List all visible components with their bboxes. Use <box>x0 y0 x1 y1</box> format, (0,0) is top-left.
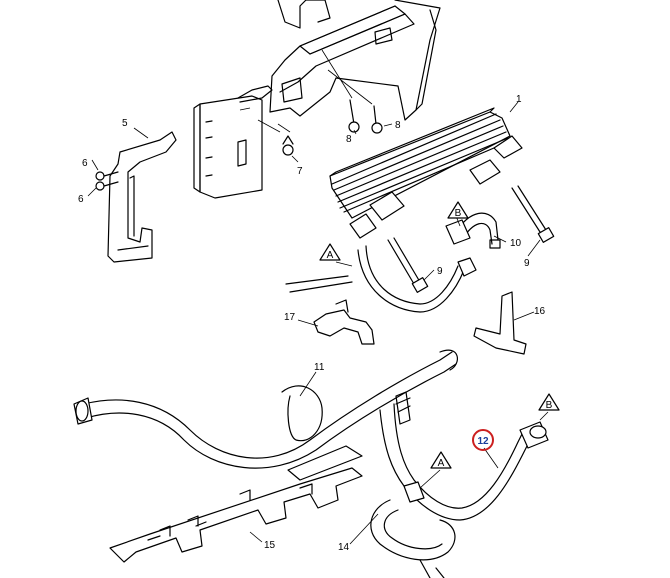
bolt-pair-8 <box>321 49 383 134</box>
reference-letter: B <box>455 208 462 219</box>
callout-14: 14 <box>338 542 350 553</box>
reference-marker-a-lower: A <box>430 451 452 469</box>
callout-8: 8 <box>346 134 352 145</box>
callout-15: 15 <box>264 540 276 551</box>
callout-10: 10 <box>510 238 522 249</box>
bolt-7 <box>239 107 294 156</box>
reference-letter: A <box>327 250 334 261</box>
mounting-rail-15 <box>109 445 363 563</box>
callout-numbers: 1 5 6 6 7 8 8 9 9 10 11 14 15 16 17 <box>78 94 546 553</box>
callout-6: 6 <box>82 158 88 169</box>
callout-12: 12 <box>477 436 489 447</box>
clamp-bracket-17 <box>313 299 375 345</box>
reference-letter: B <box>546 400 553 411</box>
callout-leaders <box>87 101 549 545</box>
callout-5: 5 <box>122 118 128 129</box>
callout-9: 9 <box>524 258 530 269</box>
hose-10 <box>445 212 501 249</box>
callout-11: 11 <box>314 362 325 373</box>
side-mounting-plate <box>193 85 273 199</box>
callout-9: 9 <box>437 266 443 277</box>
oil-pipe-11 <box>73 349 458 469</box>
highlight-ring <box>472 429 494 451</box>
reference-marker-b-lower: B <box>538 393 560 411</box>
callout-7: 7 <box>297 166 303 177</box>
callout-16: 16 <box>534 306 546 317</box>
callout-17: 17 <box>284 312 296 323</box>
bolt-9-right <box>511 185 555 243</box>
callout-1: 1 <box>516 94 522 105</box>
clamp-bracket-16 <box>473 291 527 355</box>
cooler-return-tube <box>285 245 477 313</box>
oil-pipe-12 <box>379 391 549 521</box>
oil-pipe-14 <box>370 481 456 578</box>
upper-mounting-bracket <box>269 0 441 121</box>
reference-marker-a-upper: A <box>319 243 341 261</box>
callout-12-highlighted[interactable]: 12 <box>472 429 494 451</box>
callout-6: 6 <box>78 194 84 205</box>
lower-support-bracket <box>107 131 177 263</box>
reference-marker-b-upper: B <box>447 201 469 219</box>
oil-cooler <box>329 107 523 239</box>
reference-letter: A <box>438 458 445 469</box>
bolt-cluster-6 <box>95 171 119 191</box>
callout-8: 8 <box>395 120 401 131</box>
bolt-9-left <box>387 237 429 293</box>
